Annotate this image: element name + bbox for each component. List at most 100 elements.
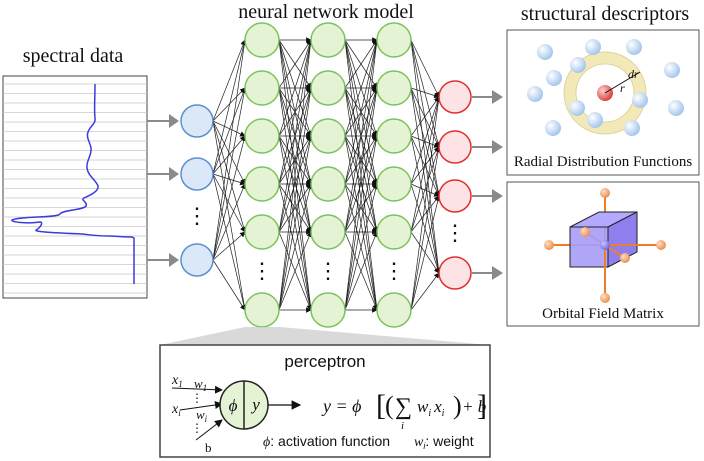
input-node — [180, 157, 214, 191]
atom-icon — [569, 100, 585, 116]
equation-paren-open: ( — [385, 391, 394, 420]
network-edge — [410, 96, 441, 185]
output-arrow-3 — [472, 189, 503, 203]
network-edge — [212, 120, 246, 137]
atom-icon — [626, 39, 642, 55]
network-edge — [212, 135, 247, 261]
input-x1-arrow — [171, 385, 223, 394]
bias-arrow — [195, 419, 223, 441]
network-edge — [278, 183, 312, 233]
hidden-node — [376, 166, 412, 202]
network-edge — [212, 231, 246, 261]
network-edge — [410, 96, 441, 233]
equation-lhs: y = ϕ — [321, 396, 361, 416]
network-edge — [410, 87, 441, 197]
network-edge — [344, 135, 379, 233]
atom-icon — [570, 57, 586, 73]
hidden-node — [244, 118, 280, 154]
atom-icon — [668, 100, 684, 116]
output-arrow-4 — [472, 266, 503, 280]
network-edge — [212, 39, 248, 261]
network-edge — [278, 87, 313, 233]
network-edge — [212, 87, 246, 175]
hidden-node — [244, 292, 280, 328]
input-layer: ⋮ — [180, 104, 214, 277]
rdf-neighbor-atoms — [527, 39, 684, 136]
hidden-node — [310, 70, 346, 106]
network-edge — [344, 87, 379, 233]
network-edge — [410, 39, 442, 274]
rdf-shell-outline-inner — [575, 63, 635, 123]
network-edge — [410, 87, 442, 274]
hidden-node — [376, 292, 412, 328]
network-edge — [344, 87, 380, 311]
network-connections — [212, 37, 442, 313]
atom-icon — [600, 188, 610, 198]
hidden-node — [376, 214, 412, 250]
hidden-node — [310, 166, 346, 202]
network-edge — [278, 39, 313, 233]
network-edge — [278, 135, 313, 233]
equation-sum: ∑ — [395, 394, 412, 420]
ofm-caption: Orbital Field Matrix — [542, 306, 664, 322]
atom-icon — [527, 86, 543, 102]
network-edge — [410, 39, 441, 148]
network-edge — [212, 87, 246, 122]
ofm-panel: Orbital Field Matrix — [506, 181, 700, 327]
atom-icon — [587, 112, 603, 128]
spectral-plot — [2, 75, 148, 299]
perceptron-frame — [159, 344, 491, 458]
equation-bracket-close: ] — [477, 389, 487, 422]
hidden-node — [310, 292, 346, 328]
activation-legend: ϕ: activation function — [263, 433, 390, 450]
network-edge — [410, 146, 441, 233]
output-layer: ⋮ — [438, 80, 472, 290]
grey-arrows — [147, 90, 503, 280]
hidden-node — [376, 118, 412, 154]
atom-icon — [664, 62, 680, 78]
network-edge — [344, 39, 379, 185]
network-edge — [212, 39, 246, 122]
hidden-node — [310, 22, 346, 58]
network-edge — [410, 96, 440, 137]
weight-legend: wi: weight — [414, 433, 474, 451]
ofm-center-atom — [600, 240, 610, 250]
network-edge — [344, 183, 379, 311]
atom-icon — [624, 120, 640, 136]
output-ellipsis: ⋮ — [444, 220, 466, 245]
network-edge — [410, 195, 440, 233]
hidden-2-ellipsis: ⋮ — [317, 258, 339, 283]
network-edge — [344, 231, 378, 311]
atom-icon — [632, 92, 648, 108]
network-edge — [410, 146, 441, 311]
perceptron-title: perceptron — [284, 352, 365, 371]
equation-paren-close: ) — [453, 391, 462, 420]
equation-sum-index: i — [401, 420, 404, 432]
atom-icon — [585, 39, 601, 55]
network-edge — [344, 39, 378, 89]
network-edge — [410, 195, 441, 311]
rdf-caption: Radial Distribution Functions — [514, 154, 692, 170]
hidden-node — [376, 70, 412, 106]
network-edge — [344, 39, 380, 311]
network-edge — [344, 135, 379, 311]
input-dots-2: ⋮ — [191, 421, 203, 435]
atom-icon — [600, 293, 610, 303]
atom-icon — [656, 240, 666, 250]
weight-wi-label: wi — [196, 407, 208, 424]
equation-bracket-open: [ — [376, 389, 386, 422]
network-edge — [344, 183, 378, 233]
hidden-node — [310, 118, 346, 154]
output-arrow-2 — [472, 140, 503, 154]
network-edge — [344, 39, 379, 233]
network-edge — [212, 259, 246, 311]
perceptron-panel: perceptron x1 w1 ⋮ xi wi ⋮ b ϕ y y = ϕ [… — [159, 344, 491, 458]
rdf-dr-label: dr — [628, 67, 639, 81]
network-edge — [278, 39, 314, 311]
output-node — [438, 80, 472, 114]
rdf-radius-line — [604, 71, 641, 94]
spectral-data-title: spectral data — [23, 45, 124, 67]
atom-icon — [620, 253, 630, 263]
hidden-layer-2: ⋮ — [310, 22, 346, 328]
